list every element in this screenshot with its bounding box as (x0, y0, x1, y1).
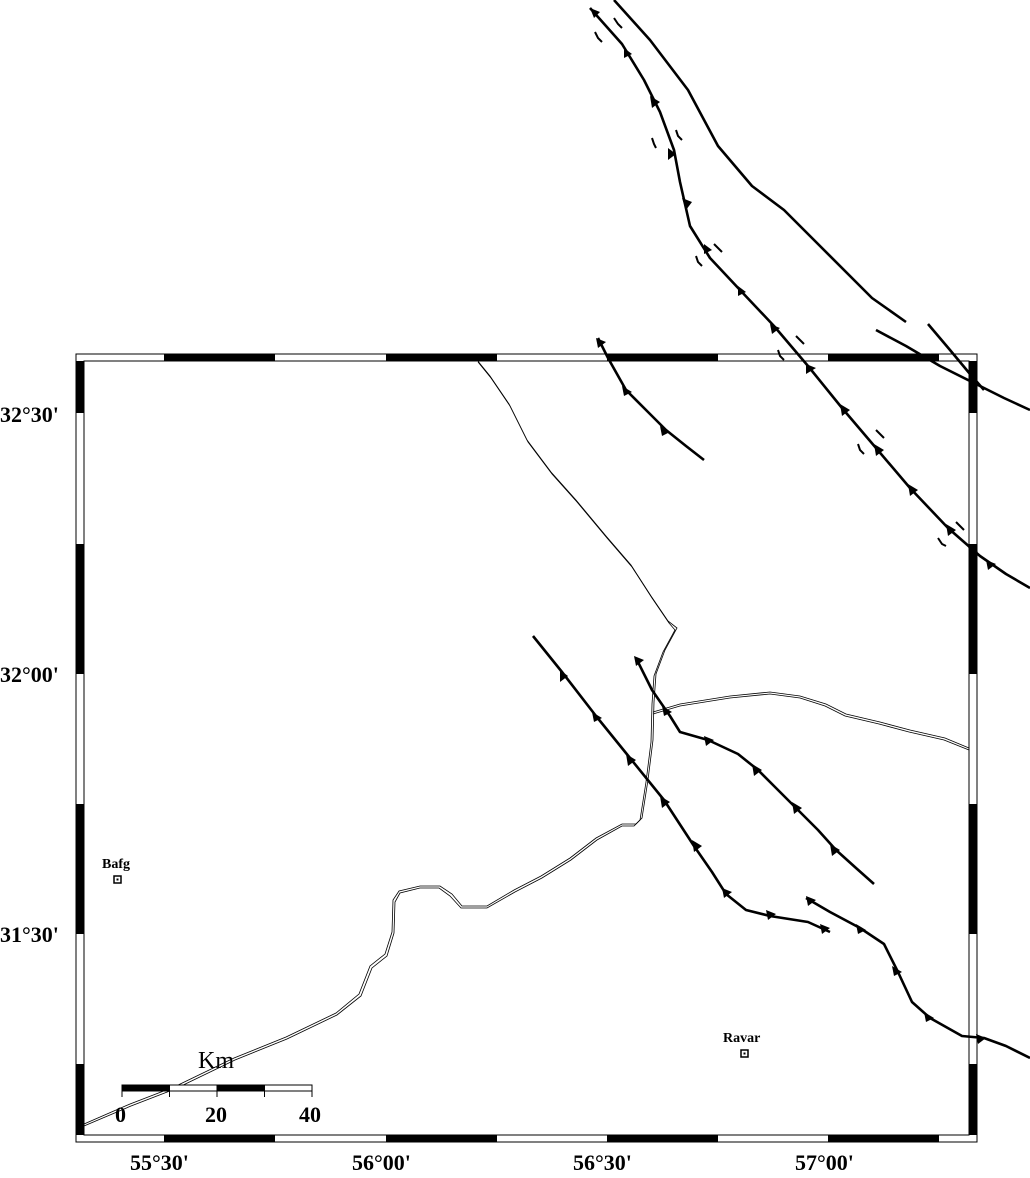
city-label: Ravar (723, 1031, 760, 1046)
road-east (652, 691, 970, 749)
scale-tick-label: 20 (205, 1102, 227, 1127)
longitude-label: 56°00' (352, 1150, 411, 1175)
road-north-south (83, 359, 678, 1125)
scale-tick-label: 0 (115, 1102, 126, 1127)
fault-northeast-short (927, 323, 985, 391)
city-marker (113, 875, 122, 884)
longitude-label: 56°30' (573, 1150, 632, 1175)
strike-slip-markers (594, 17, 965, 547)
road-north-south-2 (83, 361, 676, 1127)
fault-north-central (596, 337, 705, 462)
fault-northeast-outer (613, 0, 907, 324)
road-east-2 (652, 693, 970, 751)
place-ravar: Ravar (723, 1031, 760, 1058)
latitude-label: 32°30' (0, 402, 59, 427)
latitude-label: 32°00' (0, 662, 59, 687)
fault-southeast (805, 896, 1030, 1060)
longitude-label: 55°30' (130, 1150, 189, 1175)
road-network (83, 359, 970, 1127)
fault-northeast-east (875, 328, 1030, 412)
thrust-markers (560, 8, 996, 1044)
longitude-label: 57°00' (795, 1150, 854, 1175)
city-marker (740, 1049, 749, 1058)
scale-bar: Km 0 20 40 (115, 1048, 321, 1127)
longitude-labels: 55°30' 56°00' 56°30' 57°00' (130, 1150, 854, 1175)
city-label: Bafg (102, 857, 130, 872)
scale-tick-label: 40 (299, 1102, 321, 1127)
latitude-label: 31°30' (0, 922, 59, 947)
map-frame (75, 353, 978, 1143)
fault-central-west (531, 635, 831, 934)
fault-lines (531, 0, 1030, 1060)
scale-unit: Km (198, 1048, 234, 1074)
place-bafg: Bafg (102, 857, 130, 884)
fault-northeast-main (589, 7, 1030, 590)
latitude-labels: 32°30' 32°00' 31°30' (0, 402, 59, 947)
